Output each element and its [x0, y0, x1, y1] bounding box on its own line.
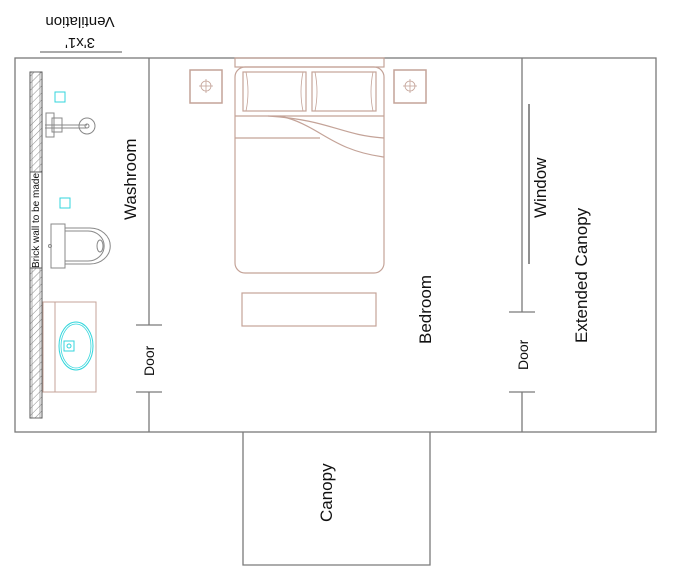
pillow	[311, 71, 377, 112]
canopy-outline	[242, 432, 431, 566]
bedside-table-left	[189, 69, 223, 104]
room-label-canopy: Canopy	[317, 463, 336, 522]
ventilation-size: 3'x1'	[65, 34, 95, 51]
bed	[234, 57, 385, 274]
headboard	[234, 57, 385, 68]
mattress	[234, 66, 385, 274]
bench	[241, 292, 377, 327]
toilet	[48, 223, 111, 269]
window-label: Window	[531, 157, 550, 218]
brick-wall: Brick wall to be made	[29, 71, 43, 419]
brick-wall-note: Brick wall to be made	[31, 173, 42, 268]
shower-fixture	[45, 91, 96, 209]
outer-wall	[14, 57, 657, 433]
room-label-washroom: Washroom	[121, 138, 140, 220]
shower-head-icon	[78, 117, 96, 135]
door-label-washroom: Door	[141, 345, 157, 376]
room-label-bedroom: Bedroom	[416, 275, 435, 344]
pillow	[242, 71, 307, 112]
tile-marker-icon	[54, 91, 66, 103]
ventilation-label: 3'x1' Ventilation	[45, 13, 114, 51]
ventilation-title: Ventilation	[45, 13, 114, 30]
door-label-canopy: Door	[515, 339, 531, 370]
tile-marker-icon	[59, 197, 71, 209]
vanity-sink	[42, 301, 97, 393]
room-label-extended-canopy: Extended Canopy	[572, 207, 591, 343]
bedside-table-right	[393, 69, 427, 104]
